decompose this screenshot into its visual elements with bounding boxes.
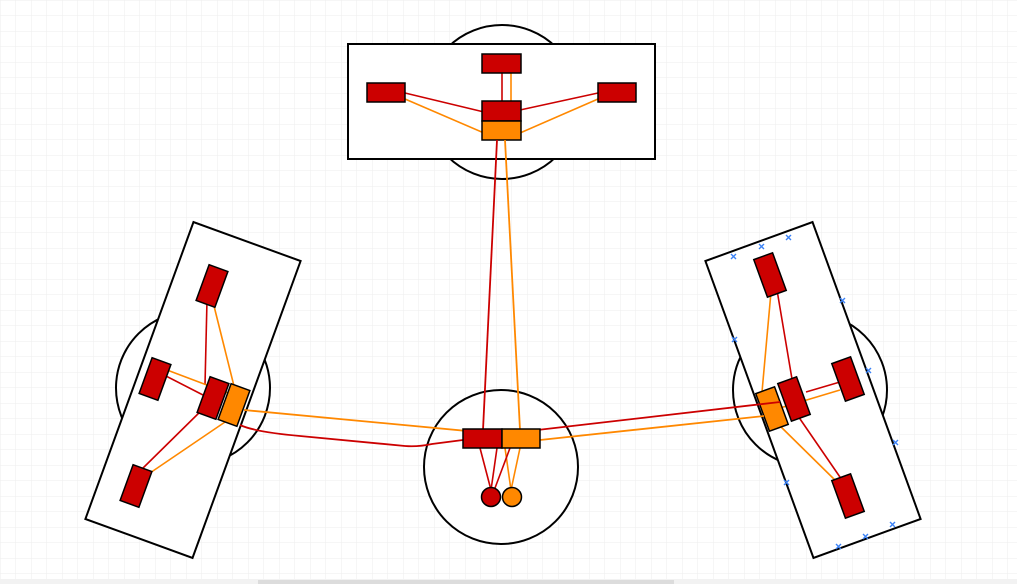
center-components[interactable]	[462, 428, 541, 508]
right-connector-orange[interactable]	[754, 385, 790, 433]
left-connector-red[interactable]	[196, 375, 230, 421]
center-hub[interactable]	[423, 389, 579, 545]
right-block-middle[interactable]	[830, 355, 866, 403]
top-connector-orange[interactable]	[481, 120, 522, 141]
horizontal-scrollbar[interactable]	[258, 580, 674, 584]
top-block-left[interactable]	[366, 82, 406, 103]
left-connector-orange[interactable]	[217, 382, 251, 428]
left-block-middle[interactable]	[138, 356, 172, 402]
left-block-bottom[interactable]	[119, 463, 153, 509]
hub-connector-orange[interactable]	[501, 428, 541, 449]
top-block-right[interactable]	[597, 82, 637, 103]
hub-wires	[479, 447, 521, 491]
wire-left-to-hub-red	[239, 424, 464, 448]
left-wires	[140, 299, 236, 476]
wire-right-to-hub-red	[519, 401, 781, 433]
top-wires	[404, 73, 599, 134]
right-assembly[interactable]	[704, 220, 922, 560]
selection-handles[interactable]	[730, 234, 899, 550]
right-block-bottom[interactable]	[830, 472, 866, 520]
wire-top-to-hub-red	[482, 139, 498, 431]
hub-terminal-orange[interactable]	[501, 486, 523, 508]
top-block-center[interactable]	[481, 53, 522, 74]
right-connector-red[interactable]	[776, 375, 812, 423]
hub-terminal-red[interactable]	[480, 486, 502, 508]
center-base-circle	[423, 389, 579, 545]
wire-right-to-hub-orange	[539, 415, 765, 441]
right-wires	[761, 289, 843, 486]
right-block-top[interactable]	[752, 251, 788, 299]
left-assembly[interactable]	[84, 220, 302, 560]
wire-top-to-hub-orange	[504, 139, 521, 431]
hub-connector-red[interactable]	[462, 428, 503, 449]
top-assembly[interactable]	[347, 24, 656, 180]
top-connector-red[interactable]	[481, 100, 522, 122]
left-block-top[interactable]	[195, 263, 229, 309]
